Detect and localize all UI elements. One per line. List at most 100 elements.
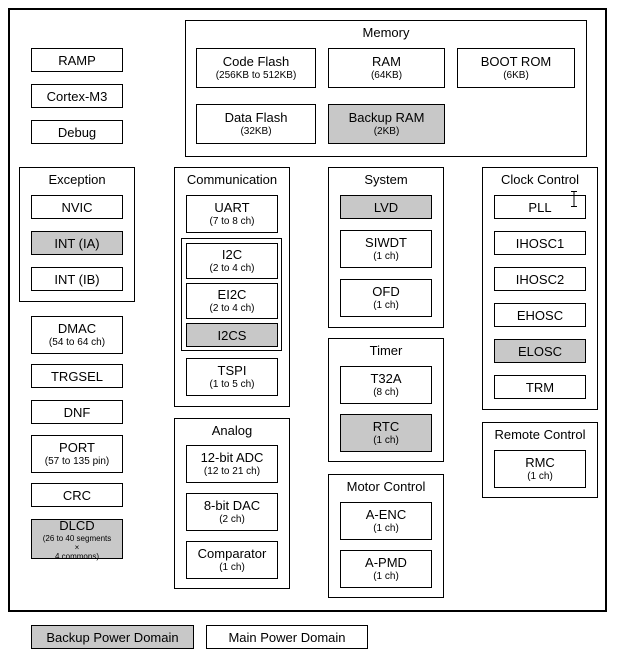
group-title: Remote Control bbox=[494, 427, 586, 442]
dac-block: 8-bit DAC (2 ch) bbox=[186, 493, 278, 531]
port-block: PORT (57 to 135 pin) bbox=[31, 435, 123, 473]
block-name: DLCD bbox=[59, 517, 95, 533]
crc-block: CRC bbox=[31, 483, 123, 507]
lvd-block: LVD bbox=[340, 195, 432, 219]
block-name: EHOSC bbox=[516, 307, 564, 323]
block-name: Cortex-M3 bbox=[46, 88, 108, 104]
group-title: Analog bbox=[211, 423, 253, 438]
ofd-block: OFD (1 ch) bbox=[340, 279, 432, 317]
block-name: RMC bbox=[525, 455, 555, 470]
debug-block: Debug bbox=[31, 120, 123, 144]
block-name: A-ENC bbox=[365, 507, 407, 522]
group-title: System bbox=[364, 172, 408, 187]
block-detail: (7 to 8 ch) bbox=[209, 216, 255, 227]
block-detail: (64KB) bbox=[370, 70, 403, 81]
data-flash-block: Data Flash (32KB) bbox=[196, 104, 316, 144]
block-name: I2CS bbox=[217, 327, 247, 343]
adc-block: 12-bit ADC (12 to 21 ch) bbox=[186, 445, 278, 483]
block-name: RTC bbox=[372, 419, 400, 434]
block-name: CRC bbox=[62, 487, 92, 503]
int-ib-block: INT (IB) bbox=[31, 267, 123, 291]
legend-label: Main Power Domain bbox=[228, 629, 346, 645]
block-name: EI2C bbox=[217, 287, 247, 302]
boot-rom-block: BOOT ROM (6KB) bbox=[457, 48, 575, 88]
uart-block: UART (7 to 8 ch) bbox=[186, 195, 278, 233]
block-name: TRM bbox=[525, 379, 555, 395]
block-detail: (26 to 40 segments bbox=[42, 533, 112, 543]
block-name: UART bbox=[214, 200, 250, 215]
group-title: Memory bbox=[362, 25, 410, 40]
ehosc-block: EHOSC bbox=[494, 303, 586, 327]
rmc-block: RMC (1 ch) bbox=[494, 450, 586, 488]
block-detail: (1 to 5 ch) bbox=[209, 379, 255, 390]
dnf-block: DNF bbox=[31, 400, 123, 424]
block-detail: (1 ch) bbox=[373, 435, 399, 446]
int-ia-block: INT (IA) bbox=[31, 231, 123, 255]
block-name: Backup RAM bbox=[348, 110, 425, 125]
block-name: NVIC bbox=[61, 199, 93, 215]
block-name: RAMP bbox=[58, 52, 96, 68]
legend-backup-power-domain: Backup Power Domain bbox=[31, 625, 194, 649]
block-name: SIWDT bbox=[365, 235, 407, 250]
group-title: Communication bbox=[186, 172, 278, 187]
group-title: Timer bbox=[369, 343, 403, 358]
block-detail: (2 to 4 ch) bbox=[209, 303, 255, 314]
block-name: DNF bbox=[63, 404, 91, 420]
block-detail: (1 ch) bbox=[373, 300, 399, 311]
backup-ram-block: Backup RAM (2KB) bbox=[328, 104, 445, 144]
legend-label: Backup Power Domain bbox=[46, 629, 179, 645]
a-enc-block: A-ENC (1 ch) bbox=[340, 502, 432, 540]
legend-main-power-domain: Main Power Domain bbox=[206, 625, 368, 649]
block-detail: (57 to 135 pin) bbox=[44, 456, 110, 467]
block-name: Comparator bbox=[197, 546, 267, 561]
block-name: I2C bbox=[221, 247, 243, 262]
block-detail: × bbox=[74, 542, 80, 552]
block-name: IHOSC1 bbox=[515, 235, 565, 251]
block-detail: (32KB) bbox=[240, 126, 272, 137]
ihosc1-block: IHOSC1 bbox=[494, 231, 586, 255]
trm-block: TRM bbox=[494, 375, 586, 399]
block-detail: (1 ch) bbox=[373, 251, 399, 262]
block-name: LVD bbox=[373, 199, 399, 215]
comparator-block: Comparator (1 ch) bbox=[186, 541, 278, 579]
block-detail: (1 ch) bbox=[527, 471, 553, 482]
ei2c-block: EI2C (2 to 4 ch) bbox=[186, 283, 278, 319]
block-name: PORT bbox=[59, 440, 95, 455]
a-pmd-block: A-PMD (1 ch) bbox=[340, 550, 432, 588]
group-title: Clock Control bbox=[500, 172, 580, 187]
block-name: 12-bit ADC bbox=[200, 450, 264, 465]
elosc-block: ELOSC bbox=[494, 339, 586, 363]
block-name: INT (IA) bbox=[54, 235, 100, 251]
block-name: INT (IB) bbox=[54, 271, 100, 287]
pll-block: PLL bbox=[494, 195, 586, 219]
block-name: DMAC bbox=[57, 321, 97, 336]
block-name: A-PMD bbox=[365, 555, 407, 570]
block-name: Data Flash bbox=[224, 110, 288, 125]
group-title: Exception bbox=[48, 172, 106, 187]
block-name: PLL bbox=[528, 199, 552, 215]
block-detail: (1 ch) bbox=[219, 562, 245, 573]
code-flash-block: Code Flash (256KB to 512KB) bbox=[196, 48, 316, 88]
block-detail: 4 commons) bbox=[54, 551, 99, 561]
block-detail: (54 to 64 ch) bbox=[48, 337, 106, 348]
nvic-block: NVIC bbox=[31, 195, 123, 219]
block-name: OFD bbox=[372, 284, 400, 299]
block-detail: (8 ch) bbox=[373, 387, 399, 398]
block-name: TRGSEL bbox=[50, 368, 103, 384]
i2cs-block: I2CS bbox=[186, 323, 278, 347]
rtc-block: RTC (1 ch) bbox=[340, 414, 432, 452]
block-detail: (1 ch) bbox=[373, 571, 399, 582]
dlcd-block: DLCD (26 to 40 segments × 4 commons) bbox=[31, 517, 123, 561]
block-name: RAM bbox=[372, 54, 401, 69]
group-title: Motor Control bbox=[346, 479, 426, 494]
block-name: Debug bbox=[57, 124, 97, 140]
text-cursor-icon bbox=[571, 191, 577, 207]
block-name: 8-bit DAC bbox=[203, 498, 261, 513]
block-name: T32A bbox=[370, 371, 402, 386]
block-detail: (12 to 21 ch) bbox=[203, 466, 261, 477]
ram-block: RAM (64KB) bbox=[328, 48, 445, 88]
block-detail: (2 ch) bbox=[219, 514, 245, 525]
ramp-block: RAMP bbox=[31, 48, 123, 72]
block-name: ELOSC bbox=[517, 343, 563, 359]
cortex-m3-block: Cortex-M3 bbox=[31, 84, 123, 108]
